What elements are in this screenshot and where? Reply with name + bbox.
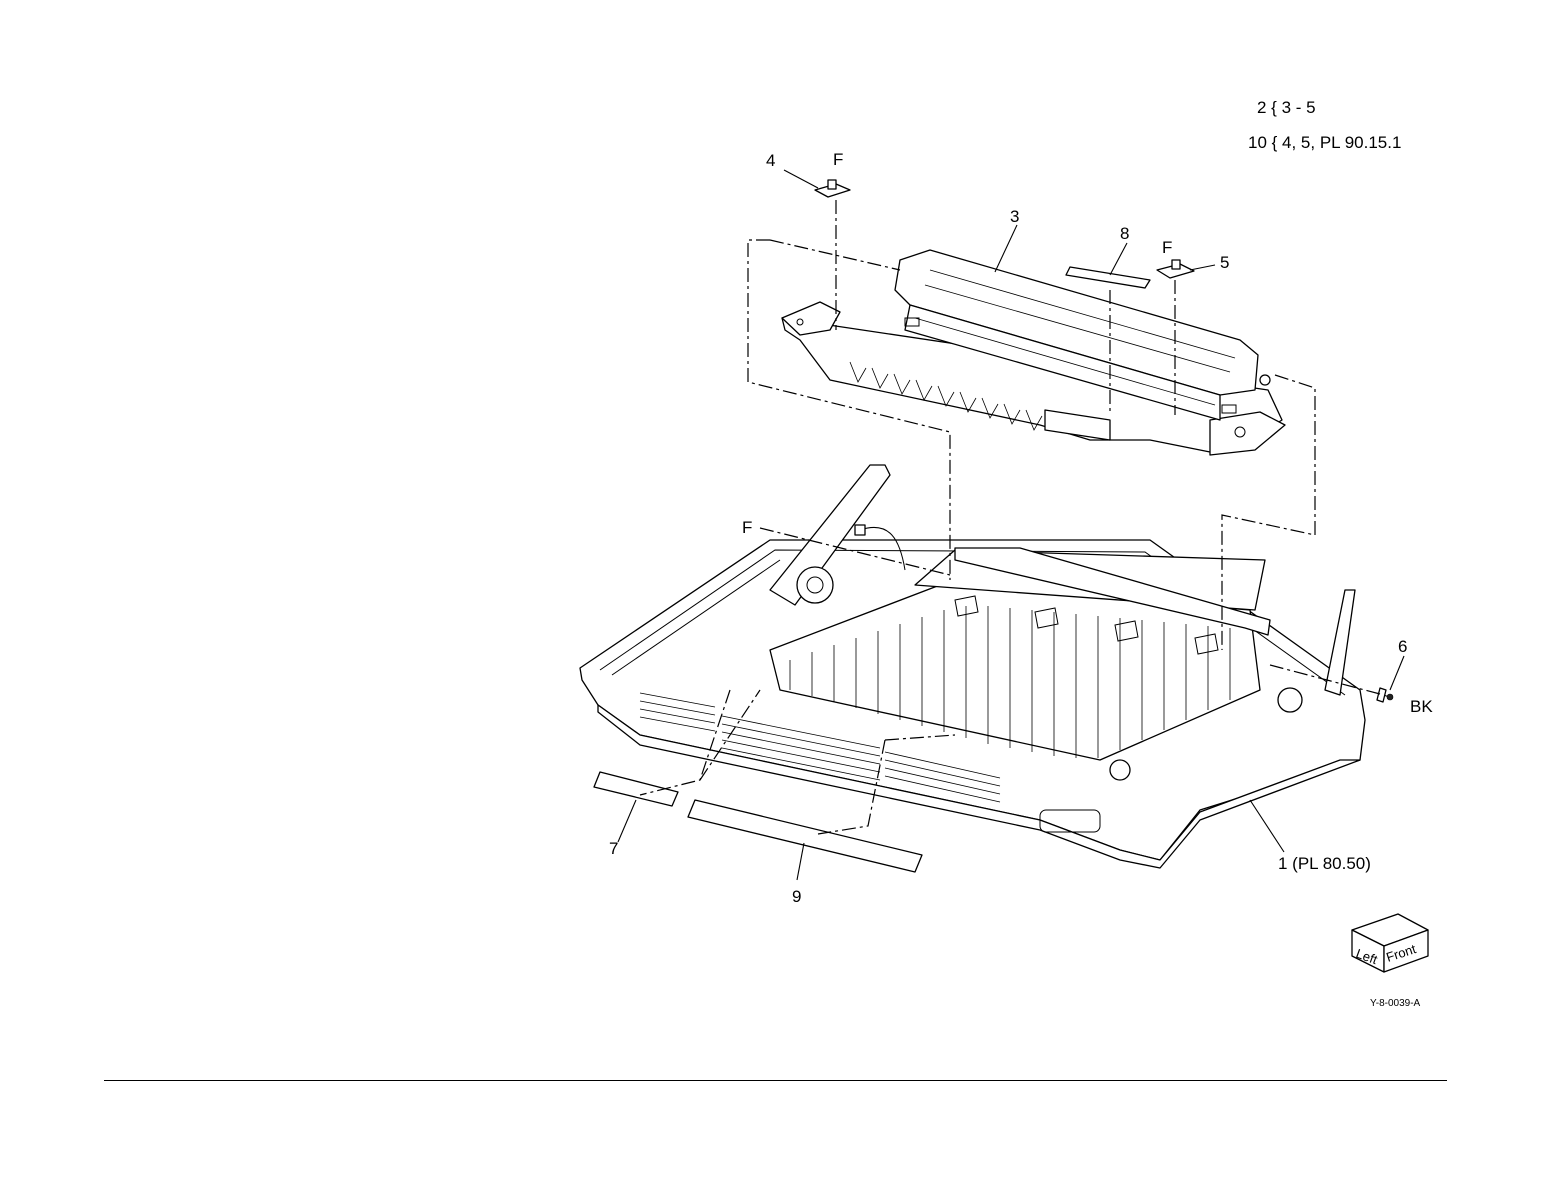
callout-7: 7 (609, 839, 618, 858)
callout-f-frame: F (742, 518, 752, 537)
part-8-label-strip (1066, 267, 1150, 288)
part-6-screw (1377, 688, 1393, 702)
callout-8: 8 (1120, 224, 1129, 243)
figure-id: Y-8-0039-A (1370, 998, 1421, 1009)
part-4-bracket (815, 180, 850, 197)
orientation-cube: Left Front (1352, 914, 1428, 972)
legend-line-2: 10 { 4, 5, PL 90.15.1 (1248, 133, 1401, 152)
callout-1: 1 (PL 80.50) (1278, 854, 1371, 873)
part-9-label (688, 800, 922, 872)
part-5-bracket (1157, 260, 1194, 278)
footer-rule (104, 1080, 1447, 1081)
callout-f-left: F (833, 150, 843, 169)
legend-line-1: 2 { 3 - 5 (1257, 98, 1316, 117)
upper-chute-assembly (782, 250, 1285, 455)
callout-f-right: F (1162, 238, 1172, 257)
callout-9: 9 (792, 887, 801, 906)
callout-bk: BK (1410, 697, 1433, 716)
callout-5: 5 (1220, 253, 1229, 272)
callout-3: 3 (1010, 207, 1019, 226)
callout-4: 4 (766, 151, 775, 170)
callout-6: 6 (1398, 637, 1407, 656)
